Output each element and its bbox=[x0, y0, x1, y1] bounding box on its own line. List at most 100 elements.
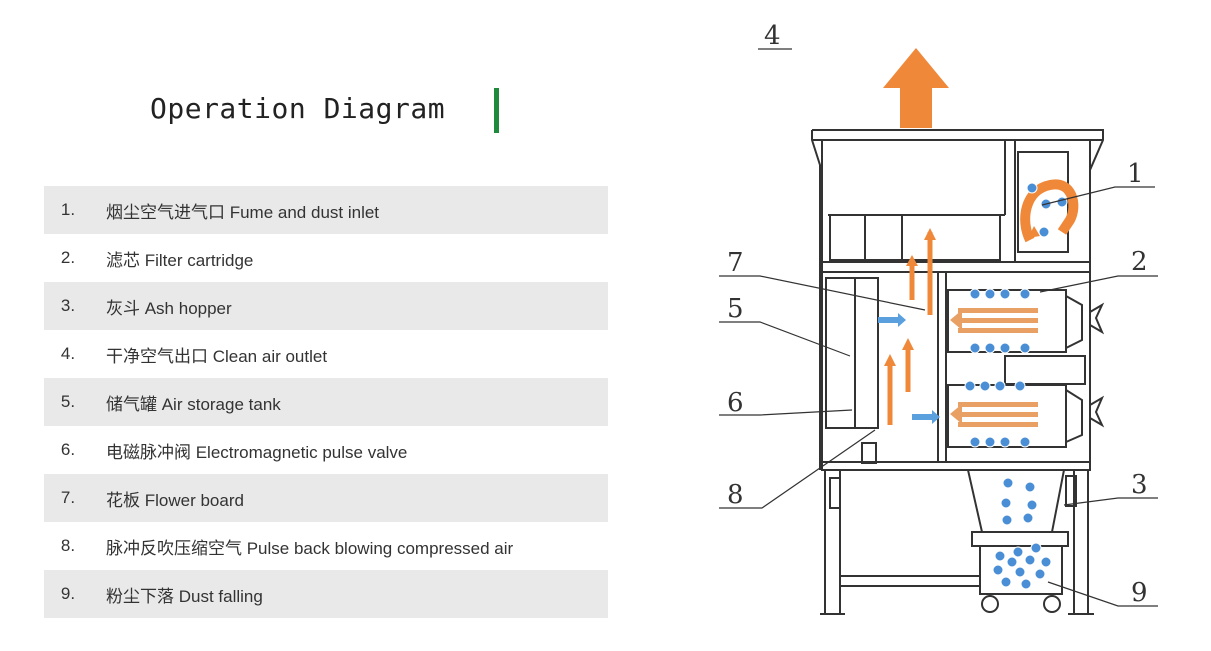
pulse-arrowhead bbox=[932, 410, 940, 424]
legend-number: 9. bbox=[60, 584, 76, 603]
dust-particle bbox=[1012, 546, 1024, 558]
clean-air-arrowheads bbox=[884, 228, 936, 366]
legend-number: 6. bbox=[60, 440, 76, 459]
leader-5 bbox=[719, 321, 851, 357]
clean-air-outlet-arrow bbox=[883, 48, 949, 128]
legend-text: 滤芯 Filter cartridge bbox=[106, 250, 254, 270]
bin-wheel bbox=[1043, 595, 1061, 613]
dust-particle bbox=[1024, 554, 1036, 566]
dust-particle bbox=[1056, 196, 1068, 208]
pulse-arrow-shaft bbox=[878, 317, 898, 323]
callout-numbers: 1 2 3 4 5 6 7 8 9 bbox=[727, 21, 1148, 608]
dust-particle bbox=[969, 436, 981, 448]
dust-particle bbox=[1022, 512, 1034, 524]
dust-particle bbox=[1019, 342, 1031, 354]
leader-1 bbox=[1041, 186, 1155, 206]
leg-bracket bbox=[1065, 475, 1077, 507]
clean-air-path bbox=[887, 232, 933, 425]
dust-particle bbox=[1006, 556, 1018, 568]
dust-particle bbox=[1038, 226, 1050, 238]
dust-particle bbox=[999, 436, 1011, 448]
legend-text: 储气罐 Air storage tank bbox=[106, 394, 281, 414]
cartridge-airflow bbox=[950, 308, 1038, 427]
airflow-arrowhead bbox=[950, 404, 962, 424]
dust-particle bbox=[984, 436, 996, 448]
dust-particle bbox=[969, 342, 981, 354]
airflow-line bbox=[958, 402, 1038, 407]
cartridge-cap bbox=[1065, 389, 1083, 443]
legend-number: 5. bbox=[60, 392, 76, 411]
legend-text: 电磁脉冲阀 Electromagnetic pulse valve bbox=[106, 442, 408, 462]
pulse-valve bbox=[861, 442, 877, 464]
callout-leaders bbox=[719, 48, 1158, 607]
title-accent-bar bbox=[494, 88, 499, 133]
legend-text: 粉尘下落 Dust falling bbox=[106, 586, 263, 606]
leader-2 bbox=[1039, 275, 1158, 293]
legend-number: 1. bbox=[60, 200, 76, 219]
dust-particle bbox=[1014, 566, 1026, 578]
door-handle bbox=[1089, 302, 1105, 335]
callout-label: 5 bbox=[727, 294, 744, 324]
inlet-arrowhead bbox=[1028, 226, 1040, 238]
dust-particle bbox=[1026, 182, 1038, 194]
legend-text: 烟尘空气进气口 Fume and dust inlet bbox=[106, 202, 380, 222]
dust-particle bbox=[984, 342, 996, 354]
pulse-arrows bbox=[878, 313, 940, 424]
dust-particle bbox=[1034, 568, 1046, 580]
arrowhead bbox=[924, 228, 936, 240]
legend-number: 2. bbox=[60, 248, 76, 267]
callout-label: 9 bbox=[1131, 578, 1148, 608]
legend-row: 2. 滤芯 Filter cartridge bbox=[44, 234, 608, 282]
legend-text: 干净空气出口 Clean air outlet bbox=[106, 346, 328, 366]
dust-particle bbox=[1020, 578, 1032, 590]
legend-row: 3.灰斗 Ash hopper bbox=[44, 282, 608, 330]
dust-particle bbox=[1030, 542, 1042, 554]
inlet-airflow bbox=[1020, 179, 1079, 243]
arrowhead bbox=[884, 354, 896, 366]
bin-wheel bbox=[981, 595, 999, 613]
legend-row: 4.干净空气出口 Clean air outlet bbox=[44, 330, 608, 378]
leader-3 bbox=[1063, 497, 1158, 506]
legend-number: 8. bbox=[60, 536, 76, 555]
leader-9 bbox=[1047, 581, 1158, 607]
callout-label: 4 bbox=[764, 21, 781, 51]
airflow-line bbox=[958, 328, 1038, 333]
pulse-arrow-shaft bbox=[912, 414, 932, 420]
legend-table: 1. 烟尘空气进气口 Fume and dust inlet 2. 滤芯 Filte… bbox=[44, 186, 608, 618]
callout-label: 7 bbox=[727, 248, 744, 278]
legend-text: 灰斗 Ash hopper bbox=[106, 298, 232, 318]
dust-particle bbox=[1000, 497, 1012, 509]
airflow-line bbox=[958, 318, 1038, 323]
leader-6 bbox=[719, 409, 853, 416]
dust-particle bbox=[992, 564, 1004, 576]
arrowhead bbox=[902, 338, 914, 350]
door-handle bbox=[1089, 395, 1105, 428]
leader-7 bbox=[719, 275, 926, 311]
air-storage-tank bbox=[825, 277, 879, 429]
pulse-arrowhead bbox=[898, 313, 906, 327]
dust-bin bbox=[979, 545, 1063, 595]
callout-label: 3 bbox=[1131, 470, 1148, 500]
dust-particle bbox=[969, 288, 981, 300]
airflow-line bbox=[958, 308, 1038, 313]
callout-label: 6 bbox=[727, 388, 744, 418]
cartridge-cap bbox=[1065, 295, 1083, 349]
upper-duct-box bbox=[829, 214, 1001, 261]
callout-label: 8 bbox=[727, 480, 744, 510]
airflow-line bbox=[958, 412, 1038, 417]
dust-collector-diagram: 1 2 3 4 5 6 7 8 9 bbox=[685, 0, 1211, 651]
dust-particle bbox=[1026, 499, 1038, 511]
legend-row: 9. 粉尘下落 Dust falling bbox=[44, 570, 608, 618]
dust-particle bbox=[1019, 288, 1031, 300]
dust-particle bbox=[1024, 481, 1036, 493]
arrowhead bbox=[906, 255, 918, 266]
inlet-swirl bbox=[1020, 179, 1079, 243]
up-flow bbox=[887, 345, 911, 425]
dust-particle bbox=[994, 550, 1006, 562]
legend-number: 7. bbox=[60, 488, 76, 507]
airflow-arrowhead bbox=[950, 310, 962, 330]
dust-particle bbox=[994, 380, 1006, 392]
callout-label: 1 bbox=[1127, 159, 1144, 189]
legend-text: 花板 Flower board bbox=[106, 490, 244, 510]
callout-label: 2 bbox=[1131, 247, 1148, 277]
